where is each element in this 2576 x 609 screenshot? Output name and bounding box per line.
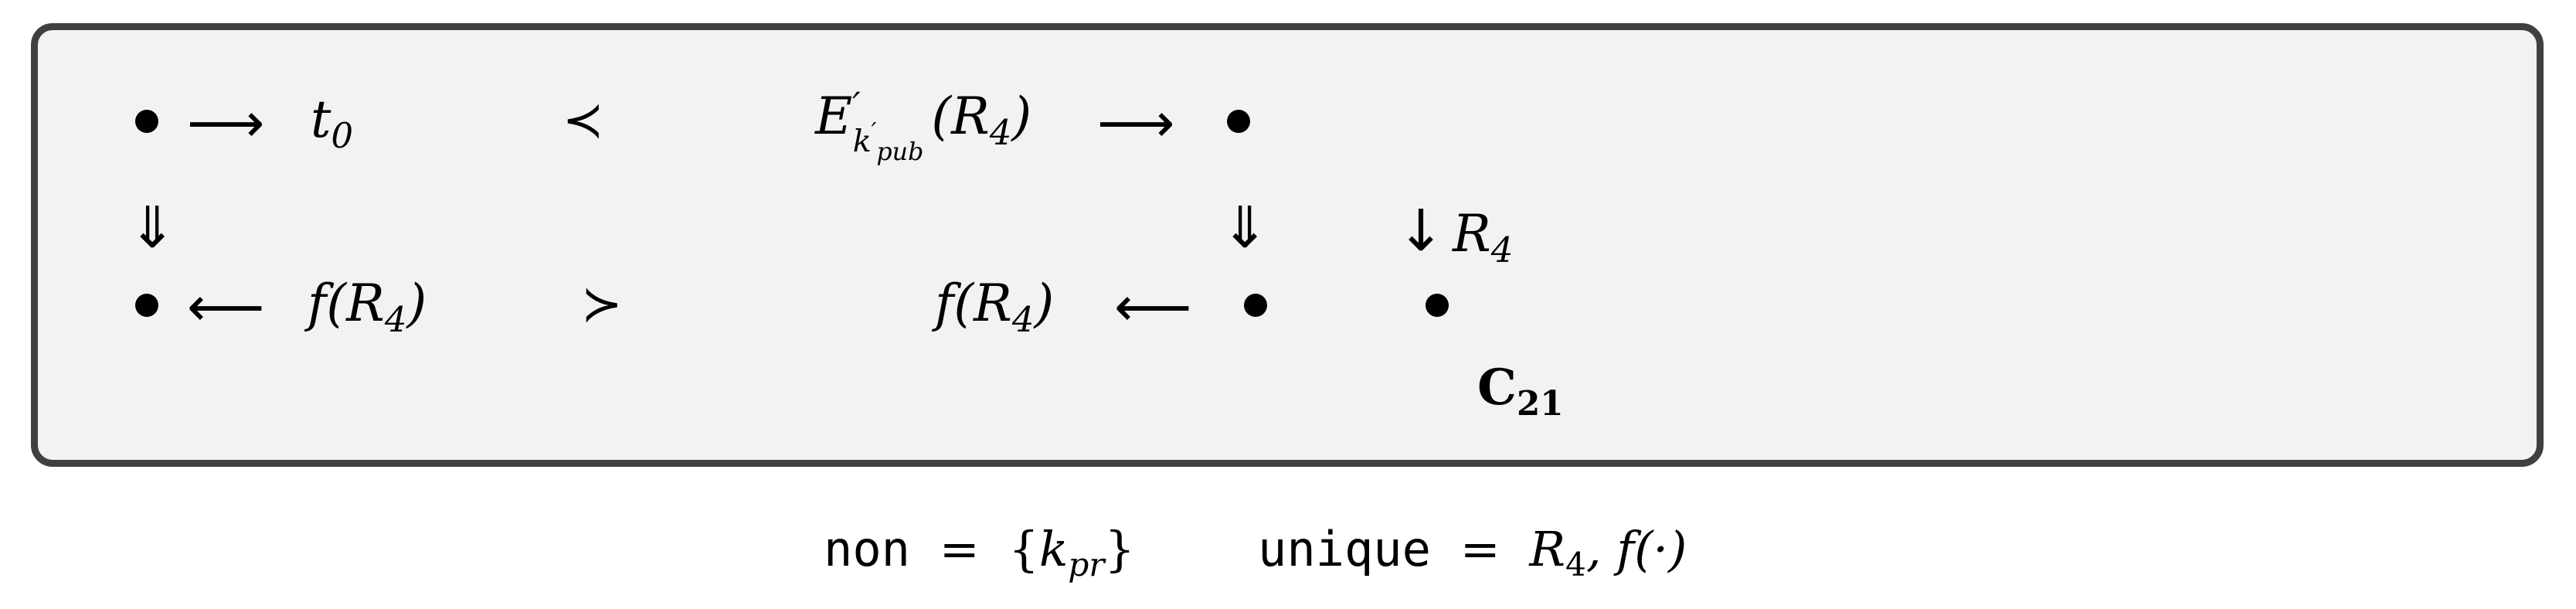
term-f-r4-mid: f(R4) — [935, 274, 1055, 341]
term-r4-arrow: R4 — [1453, 204, 1514, 271]
term-encryption: E′k′pub(R4) — [815, 84, 1032, 167]
arrow-left-bottom-mid: ⟵ — [1114, 275, 1192, 339]
arrow-down-right: ↓ — [1397, 198, 1446, 264]
protocol-diagram-box — [31, 23, 2544, 467]
arrow-right-top-left: ⟶ — [187, 91, 265, 155]
double-arrow-down-mid: ⇓ — [1221, 195, 1269, 261]
node-bottom-left — [135, 294, 158, 317]
node-bottom-mid — [1244, 294, 1267, 317]
arrow-left-bottom-left: ⟵ — [187, 275, 265, 339]
succeeds-symbol: ≻ — [581, 276, 623, 333]
protocol-label: C21 — [1477, 359, 1564, 424]
footer-non: non = {kpr} — [824, 521, 1135, 584]
node-top-mid — [1227, 110, 1250, 133]
term-t0: t0 — [311, 90, 354, 157]
term-f-r4-left: f(R4) — [308, 274, 427, 341]
precedes-symbol: ≺ — [562, 92, 604, 149]
node-top-left — [135, 110, 158, 133]
footer-unique: unique = R4, f(·) — [1258, 521, 1687, 584]
node-bottom-right — [1426, 294, 1449, 317]
arrow-right-top-mid: ⟶ — [1097, 91, 1175, 155]
double-arrow-down-left: ⇓ — [128, 195, 177, 261]
